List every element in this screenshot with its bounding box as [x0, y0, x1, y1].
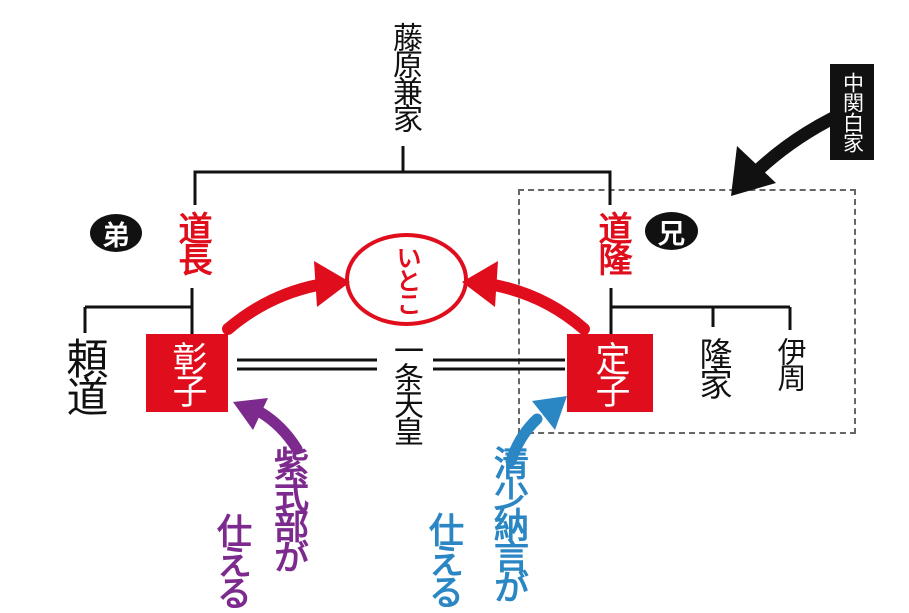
- seishonagon-note-col1: 清少納言が: [489, 445, 528, 600]
- line-siblings-top: [193, 170, 612, 205]
- michitaka-label: 道隆: [593, 211, 630, 273]
- teishi-box: 定子: [567, 334, 653, 412]
- yorimichi-label: 頼道: [60, 337, 106, 413]
- ancestor-label: 藤原兼家: [388, 22, 421, 130]
- shoshi-box: 彰子: [146, 334, 228, 412]
- purple-arrow-icon: [233, 398, 303, 455]
- takaie-label: 隆家: [694, 337, 730, 397]
- red-arrow-right-icon: [462, 261, 590, 335]
- cousin-relation-circle: いとこ: [345, 233, 468, 326]
- teishi-label: 定子: [590, 341, 630, 405]
- cousin-relation-label: いとこ: [393, 245, 421, 314]
- korechika-label: 伊周: [773, 337, 805, 389]
- line-left-children: [83, 305, 192, 333]
- marriage-line-left: [237, 358, 377, 371]
- elder-brother-label: 兄: [658, 218, 685, 249]
- murasaki-note-col1: 紫式部が: [269, 446, 308, 570]
- naka-kanpaku-dashed-frame: [518, 189, 856, 434]
- murasaki-note-col2: 仕える: [212, 513, 251, 606]
- elder-brother-badge: 兄: [645, 212, 698, 250]
- marriage-line-right: [433, 358, 565, 371]
- clan-label: 中関白家: [840, 72, 864, 152]
- younger-brother-label: 弟: [102, 220, 130, 251]
- seishonagon-note-col2: 仕える: [424, 512, 463, 605]
- line-right-children: [611, 305, 792, 330]
- clan-label-box: 中関白家: [830, 64, 874, 160]
- blue-arrow-icon: [505, 396, 567, 467]
- black-curved-arrow-icon: [731, 112, 836, 196]
- shoshi-label: 彰子: [167, 341, 207, 405]
- michinaga-label: 道長: [173, 211, 210, 273]
- younger-brother-badge: 弟: [90, 214, 142, 252]
- emperor-label: 一条天皇: [389, 335, 422, 443]
- red-arrow-left-icon: [222, 261, 350, 335]
